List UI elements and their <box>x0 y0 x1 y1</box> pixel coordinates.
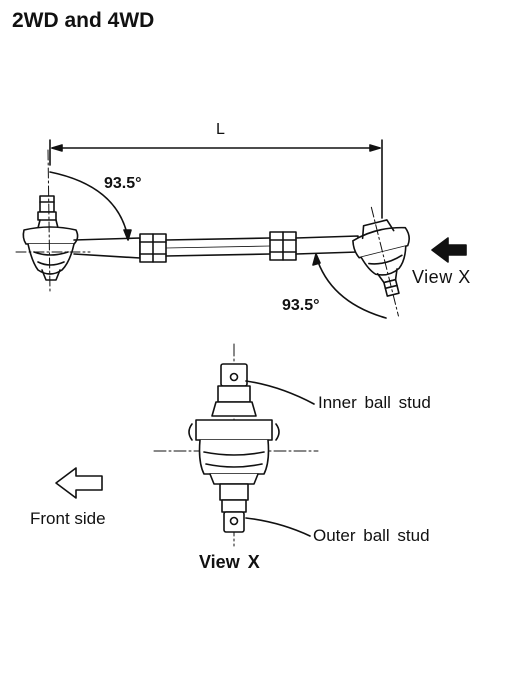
outer-leader-line <box>245 517 311 537</box>
dimension-l <box>49 139 383 219</box>
angle-arc-left <box>49 171 132 241</box>
left-ball-joint <box>15 149 91 293</box>
diagram-title: 2WD and 4WD <box>12 9 155 32</box>
front-side-label: Front side <box>30 509 106 528</box>
view-x-ball-joint <box>153 343 319 547</box>
view-x-arrow <box>431 237 467 263</box>
front-side-arrow <box>55 467 103 499</box>
angle-label-right: 93.5° <box>282 297 320 314</box>
inner-leader-line <box>245 380 315 405</box>
inner-ball-stud-label: Inner ball stud <box>318 393 431 412</box>
right-ball-joint <box>352 206 410 317</box>
angle-label-left: 93.5° <box>104 175 142 192</box>
outer-ball-stud-label: Outer ball stud <box>313 526 430 545</box>
dimension-label: L <box>216 121 225 138</box>
angle-arc-right <box>312 253 387 319</box>
view-x-arrow-label: View X <box>412 267 471 287</box>
view-x-caption: View X <box>199 552 260 572</box>
